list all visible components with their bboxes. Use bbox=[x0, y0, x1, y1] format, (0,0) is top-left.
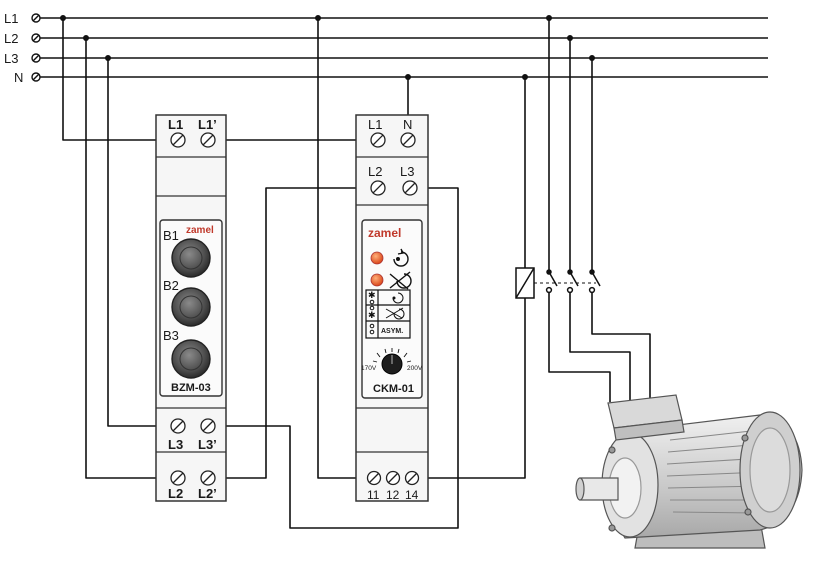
ckm-label-top-left: L1 bbox=[368, 117, 382, 132]
bzm-brand: zamel bbox=[186, 225, 214, 236]
bzm-bottom-terminals bbox=[170, 470, 216, 486]
ckm-out-12: 12 bbox=[386, 488, 400, 502]
ckm-label-second-right: L3 bbox=[400, 164, 414, 179]
wire-bzm-l2out-ckm bbox=[208, 187, 372, 479]
fuse-holder-b3[interactable] bbox=[171, 339, 211, 379]
bzm-fuse-label-b2: B2 bbox=[163, 278, 179, 293]
ckm-label-second-left: L2 bbox=[368, 164, 382, 179]
ckm-brand: zamel bbox=[368, 226, 401, 240]
phase-loss-icon bbox=[389, 271, 412, 290]
ckm-asym-label: ASYM. bbox=[381, 328, 403, 335]
bzm-model: BZM-03 bbox=[171, 382, 211, 394]
bzm-label-top-right: L1’ bbox=[198, 117, 217, 132]
ckm-label-top-right: N bbox=[403, 117, 412, 132]
bus-label-n: N bbox=[14, 70, 23, 85]
ckm-module: L1 N L2 L3 zamel bbox=[355, 114, 429, 502]
fuse-holder-b2[interactable] bbox=[171, 287, 211, 327]
status-table bbox=[365, 289, 411, 339]
bzm-fuse-label-b1: B1 bbox=[163, 228, 179, 243]
ckm-second-terminals bbox=[370, 180, 418, 196]
ckm-vmin: 170V bbox=[361, 365, 377, 372]
junction-dots bbox=[60, 15, 595, 80]
bus-label-l3: L3 bbox=[4, 51, 18, 66]
svg-text:✱: ✱ bbox=[368, 291, 376, 301]
motor-icon bbox=[575, 394, 803, 549]
wire-u-motor bbox=[548, 290, 611, 402]
ckm-top-terminals bbox=[370, 132, 416, 148]
wire-w-motor bbox=[591, 290, 651, 398]
bus-label-l2: L2 bbox=[4, 31, 18, 46]
bzm-label-mid-right: L3’ bbox=[198, 437, 217, 452]
supply-bus bbox=[40, 17, 768, 78]
wire-l2-bzm bbox=[85, 38, 172, 479]
bzm-label-bot-right: L2’ bbox=[198, 486, 217, 501]
bzm-fuse-label-b3: B3 bbox=[163, 328, 179, 343]
ckm-model: CKM-01 bbox=[373, 383, 414, 395]
contactor bbox=[515, 267, 601, 299]
bus-terminals bbox=[31, 13, 41, 82]
wire-v-motor bbox=[569, 290, 631, 400]
wire-bzm-l3out-ckm bbox=[208, 187, 459, 529]
wire-ckm-14-coil bbox=[412, 297, 526, 479]
wiring bbox=[62, 18, 651, 529]
bzm-label-mid-left: L3 bbox=[168, 437, 183, 452]
wire-l1-bzm bbox=[62, 18, 172, 141]
voltage-dial[interactable] bbox=[372, 348, 412, 375]
rotation-icon bbox=[393, 248, 409, 267]
bzm-mid-terminals bbox=[170, 418, 216, 434]
led-rotation bbox=[370, 251, 384, 265]
ckm-vmax: 200V bbox=[407, 365, 423, 372]
ckm-bottom-terminals bbox=[366, 470, 420, 486]
bzm-module: L1 L1’ zamel B1 B2 B3 BZM-03 L3 L3’ L bbox=[155, 114, 227, 502]
bzm-label-bot-left: L2 bbox=[168, 486, 183, 501]
svg-text:✱: ✱ bbox=[368, 311, 376, 321]
fuse-holder-b1[interactable] bbox=[171, 238, 211, 278]
ckm-out-14: 14 bbox=[405, 488, 419, 502]
ckm-out-11: 11 bbox=[367, 488, 380, 502]
bzm-top-terminals bbox=[170, 132, 216, 148]
led-phase-fail bbox=[370, 273, 384, 287]
status-table-symbols: ✱ ✱ bbox=[368, 291, 405, 335]
bzm-label-top-left: L1 bbox=[168, 117, 183, 132]
wire-l3-bzm bbox=[107, 58, 172, 427]
bus-label-l1: L1 bbox=[4, 11, 18, 26]
